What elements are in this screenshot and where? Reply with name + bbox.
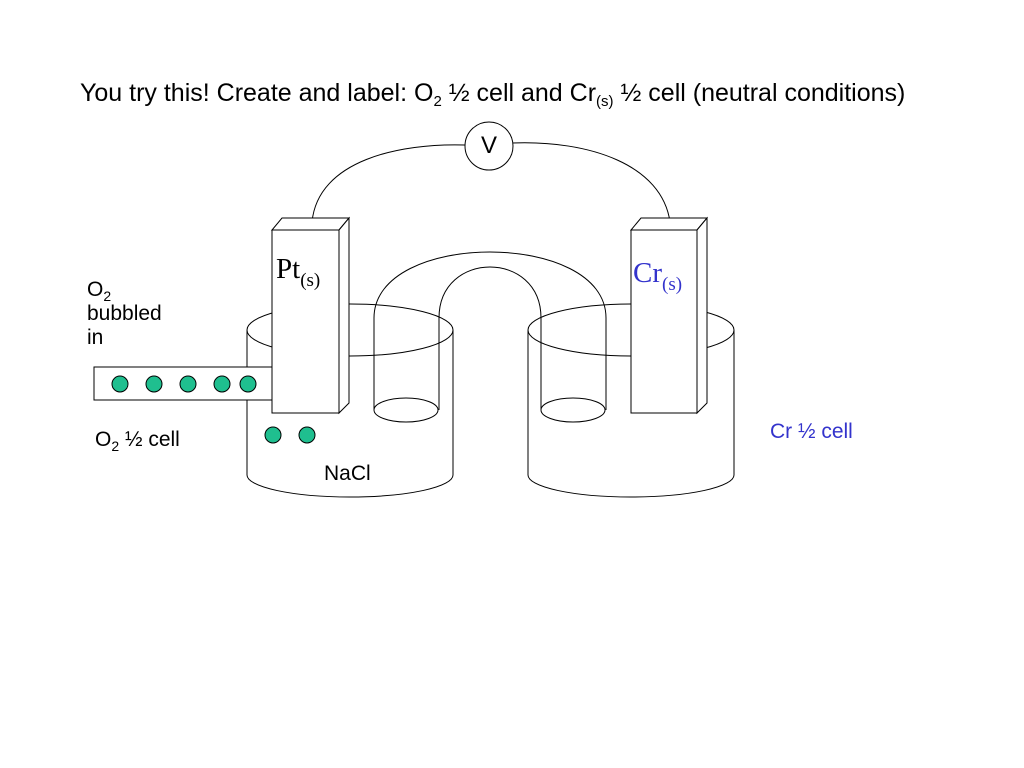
cr-electrode-label: Cr(s) — [633, 257, 683, 295]
solution-label: NaCl — [324, 462, 371, 485]
gas-inlet-label: O2 bubbled in — [87, 278, 162, 349]
cr-electrode — [629, 216, 709, 415]
cr-half-cell-label: Cr ½ cell — [770, 420, 853, 443]
pt-electrode — [270, 216, 351, 415]
slide-title: You try this! Create and label: O2 ½ cel… — [80, 79, 906, 110]
salt-bridge — [373, 251, 607, 423]
voltmeter-label: V — [480, 132, 497, 159]
pt-electrode-label: Pt(s) — [276, 253, 321, 291]
voltmeter — [464, 121, 514, 171]
bubbles-in-tube — [111, 375, 257, 393]
right-wire — [511, 142, 671, 223]
left-wire — [311, 144, 466, 223]
o2-half-cell-label: O2 ½ cell — [95, 428, 180, 454]
bubbles-in-solution — [264, 426, 316, 444]
